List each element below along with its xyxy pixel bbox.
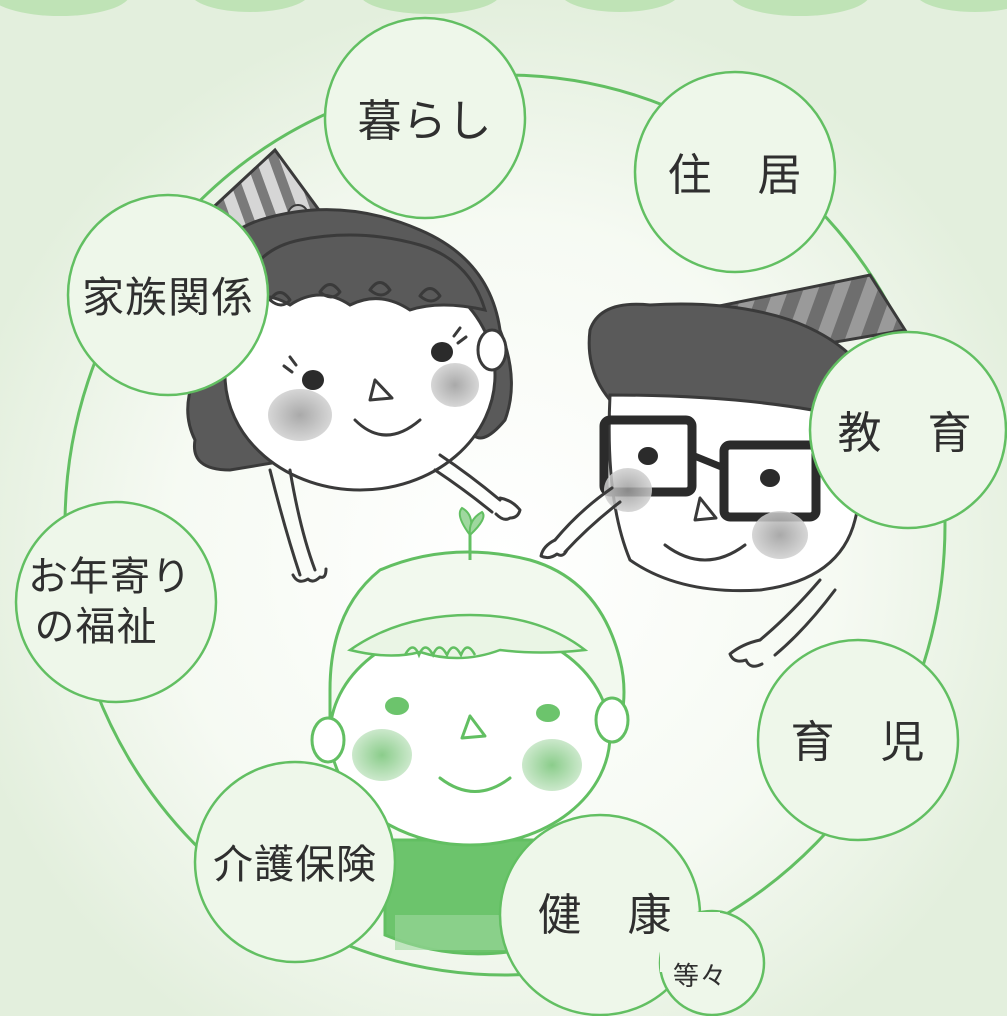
bubble-otoshiyori: お年寄り の福祉 [14, 500, 218, 704]
topic-label: 育 児 [791, 717, 926, 768]
bubble-kyoiku: 教 育 [808, 330, 1007, 530]
topic-label: 介護保険 [213, 842, 377, 888]
bubble-kurashi: 暮らし [323, 16, 527, 220]
topic-label-line2: の福祉 [35, 604, 158, 650]
topic-label: 暮らし [358, 96, 493, 147]
etc-label: 等々 [673, 962, 727, 992]
bubble-ikuji: 育 児 [756, 638, 960, 842]
topic-label: 家族関係 [82, 273, 254, 322]
girl-character [186, 147, 522, 583]
bubble-kenko: 健 康 等々 [498, 813, 766, 1016]
topic-label: 住 居 [668, 150, 803, 201]
top-edge-decoration [0, 0, 1007, 16]
topic-label: 健 康 [538, 890, 673, 941]
topic-label: 教 育 [838, 408, 973, 459]
boy-character [539, 273, 908, 668]
child-character [310, 506, 630, 956]
bubble-kaigo: 介護保険 [193, 760, 397, 964]
bubble-jukyo: 住 居 [633, 70, 837, 274]
bubble-kazoku: 家族関係 [66, 193, 270, 397]
topic-label-line1: お年寄り [28, 554, 192, 600]
